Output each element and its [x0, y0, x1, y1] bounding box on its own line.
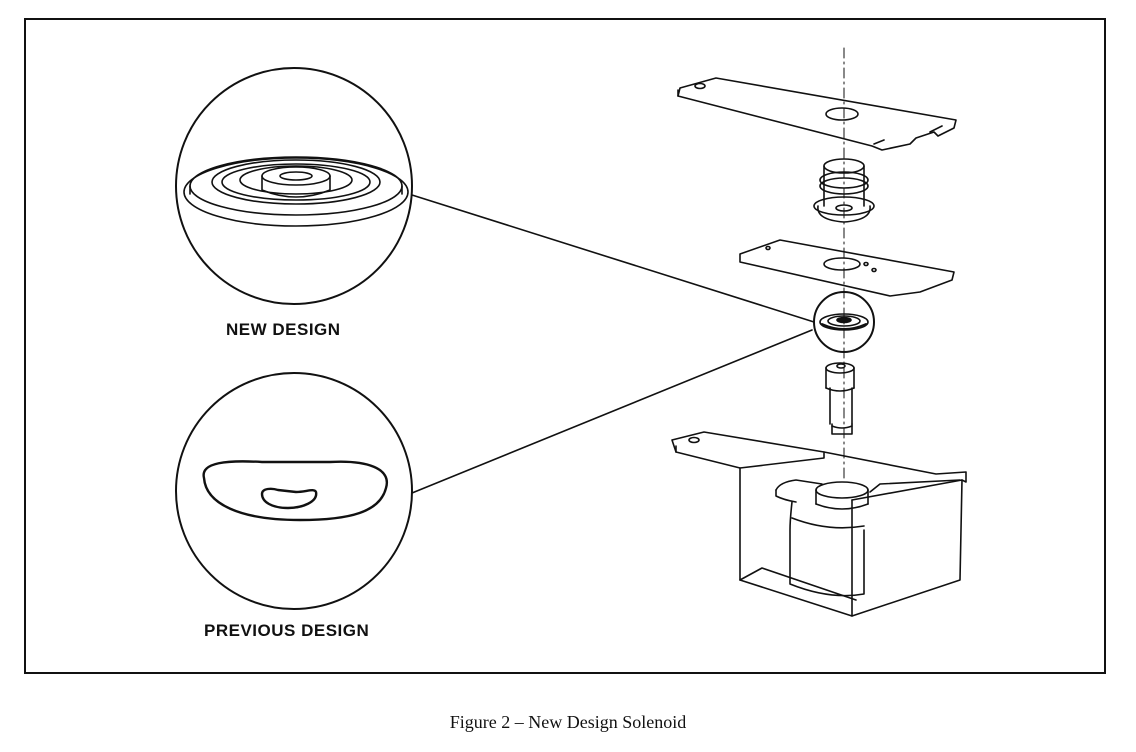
new-design-label: NEW DESIGN — [226, 320, 341, 339]
top-bracket-plate — [677, 77, 957, 151]
bushing — [813, 158, 875, 223]
previous-design-callout — [175, 372, 413, 610]
previous-design-label: PREVIOUS DESIGN — [204, 621, 370, 640]
leader-line-previous — [411, 329, 813, 494]
new-design-callout — [175, 67, 413, 305]
detail-circle — [813, 291, 875, 353]
solenoid-frame — [671, 431, 967, 617]
plunger — [825, 362, 855, 435]
middle-plate — [739, 239, 955, 297]
leader-line-new — [411, 194, 815, 323]
figure-frame — [24, 18, 1106, 674]
figure-caption: Figure 2 – New Design Solenoid — [449, 712, 687, 732]
